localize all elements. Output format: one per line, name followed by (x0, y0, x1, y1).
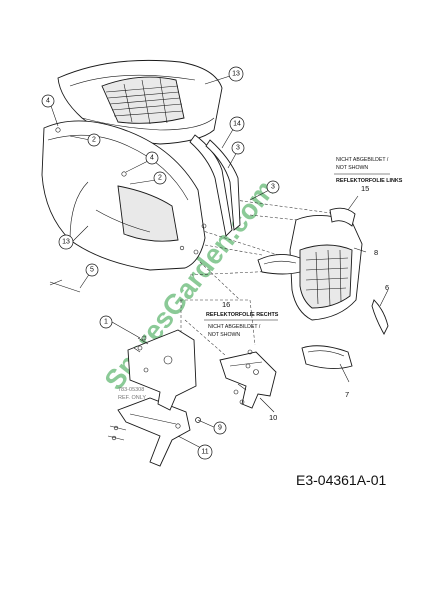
callout-11: 11 (197, 444, 213, 460)
lower-mount-bracket (107, 397, 201, 467)
callout-3-lower: 3 (266, 180, 280, 194)
svg-text:NOT SHOWN: NOT SHOWN (208, 332, 240, 338)
left-reflector-strip (329, 207, 356, 227)
hood-side-panel (41, 120, 206, 271)
svg-text:REFLEKTORFOLIE RECHTS: REFLEKTORFOLIE RECHTS (206, 312, 279, 318)
callout-2-lower: 2 (153, 171, 167, 185)
svg-text:NOT SHOWN: NOT SHOWN (336, 165, 368, 171)
svg-text:1: 1 (104, 319, 108, 326)
svg-text:9: 9 (218, 425, 222, 432)
label-7: 7 (345, 390, 349, 399)
svg-text:13: 13 (232, 71, 240, 78)
side-lens (371, 299, 389, 335)
headlight-lens (301, 345, 353, 369)
front-grille (257, 215, 363, 321)
svg-text:4: 4 (46, 98, 50, 105)
svg-text:NICHT ABGEBILDET /: NICHT ABGEBILDET / (336, 157, 389, 163)
note-left-reflector: NICHT ABGEBILDET / NOT SHOWN REFLEKTORFO… (334, 157, 403, 184)
callout-1: 1 (99, 315, 113, 329)
svg-text:13: 13 (62, 239, 70, 246)
svg-text:REFLEKTORFOLIE LINKS: REFLEKTORFOLIE LINKS (336, 178, 403, 184)
left-mount-plate (127, 329, 197, 411)
svg-text:11: 11 (201, 449, 208, 456)
callout-13-lower: 13 (58, 234, 74, 250)
label-15: 15 (361, 184, 369, 193)
rod-clip (49, 279, 81, 293)
callout-4-upper: 4 (41, 94, 55, 108)
callout-3-upper: 3 (231, 141, 245, 155)
callout-2-upper: 2 (87, 133, 101, 147)
figure-code: E3-04361A-01 (296, 472, 387, 488)
label-6: 6 (385, 283, 389, 292)
svg-text:2: 2 (158, 175, 162, 182)
screws (55, 127, 253, 441)
svg-text:NICHT ABGEBILDET /: NICHT ABGEBILDET / (208, 324, 261, 330)
label-16: 16 (222, 300, 230, 309)
svg-text:2: 2 (92, 137, 96, 144)
callout-5: 5 (85, 263, 99, 277)
svg-text:3: 3 (271, 184, 275, 191)
svg-text:3: 3 (236, 145, 240, 152)
callout-13-top: 13 (228, 66, 244, 82)
reference-note: 783-05308 REF. ONLY (118, 387, 146, 401)
note-right-reflector: REFLEKTORFOLIE RECHTS NICHT ABGEBILDET /… (204, 312, 279, 338)
svg-text:5: 5 (90, 267, 94, 274)
callout-14: 14 (229, 116, 245, 132)
callout-4-lower: 4 (145, 151, 159, 165)
svg-text:4: 4 (150, 155, 154, 162)
side-trim-strip (189, 134, 241, 237)
label-8: 8 (374, 248, 378, 257)
label-10: 10 (269, 413, 277, 422)
right-mount-plate (219, 351, 277, 409)
svg-text:783-05308: 783-05308 (118, 387, 144, 393)
svg-text:14: 14 (233, 121, 241, 128)
svg-text:REF. ONLY: REF. ONLY (118, 395, 146, 401)
callout-9: 9 (213, 421, 227, 435)
